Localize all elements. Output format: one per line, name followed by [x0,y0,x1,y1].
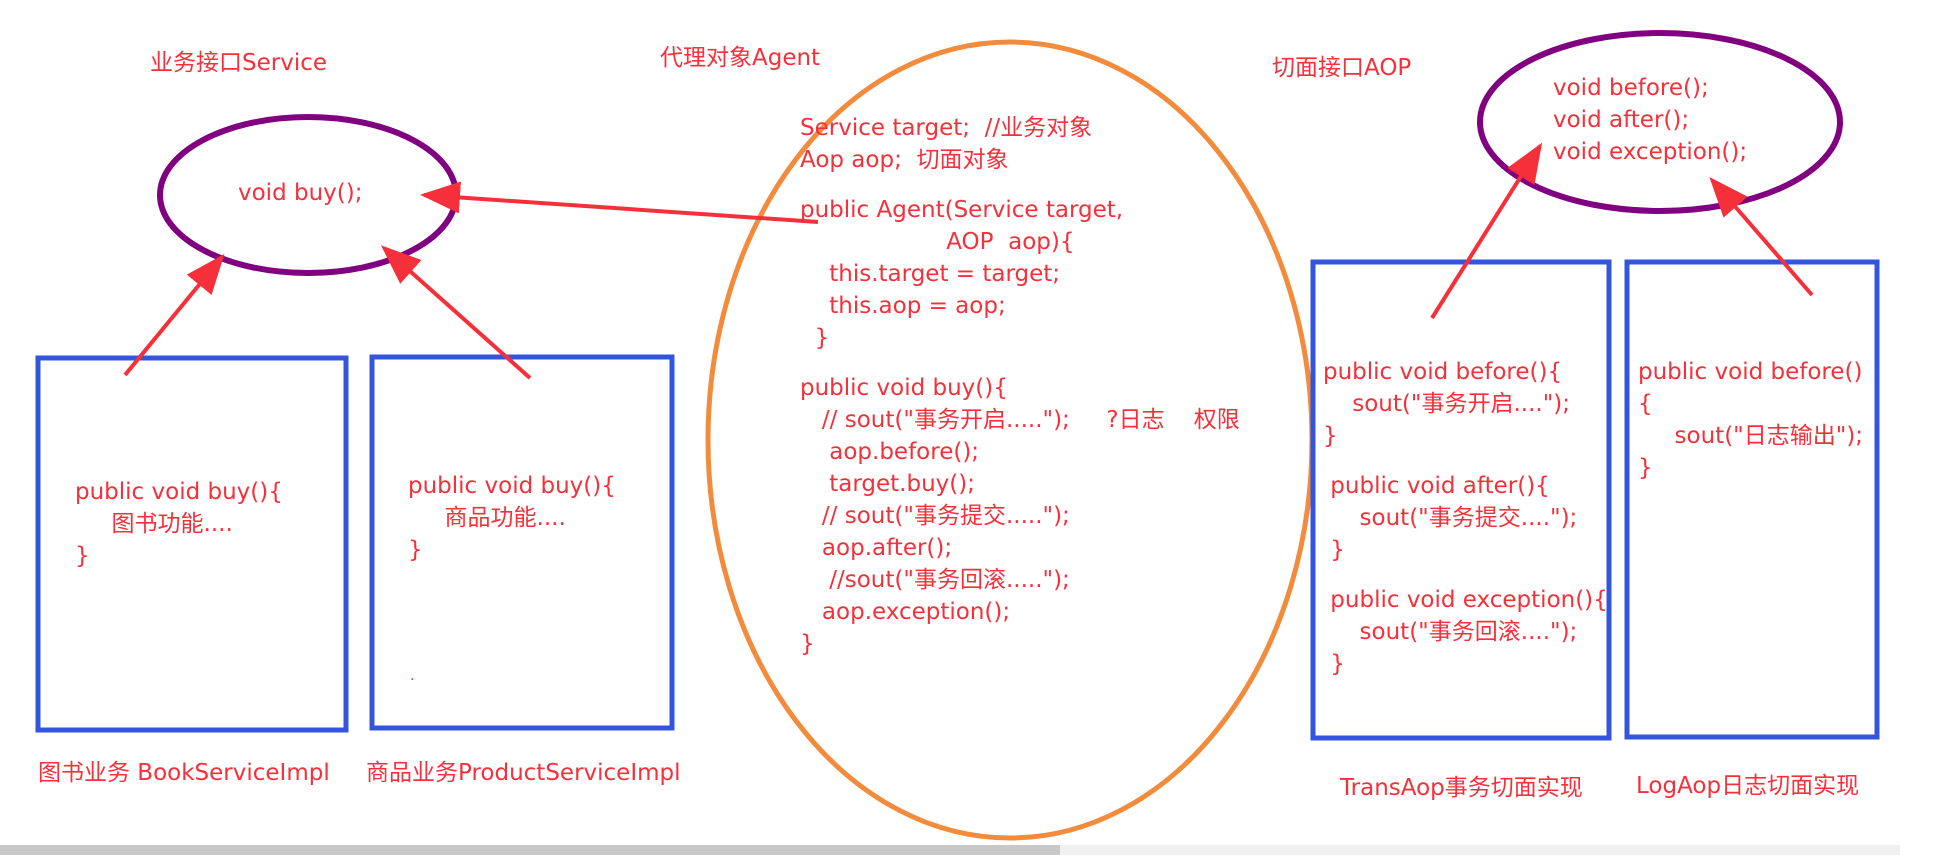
code-line: } [800,631,815,657]
service-interface-code: void buy(); [238,177,362,209]
code-line: sout("事务开启...."); [1323,391,1570,417]
code-line: Aop aop; 切面对象 [800,147,1009,173]
code-line: void buy(); [238,180,363,206]
code-line: public void buy(){ [800,375,1008,401]
code-line: public void exception(){ [1323,587,1608,613]
book-impl-code: public void buy(){ 图书功能....} [75,476,283,572]
code-line: public Agent(Service target, [800,197,1124,223]
log-aop-box [1624,259,1880,740]
arrow-agent-to-service [420,181,819,224]
code-line: void after(); [1553,107,1690,133]
code-line: //sout("事务回滚....."); [800,567,1070,593]
code-line: { [1638,391,1653,417]
code-line: } [1638,455,1653,481]
arrow-book-to-service [123,253,225,377]
agent-label: 代理对象Agent [660,45,821,71]
log-aop-code: public void before() { sout("日志输出");} [1638,356,1863,484]
product-impl-code: public void buy(){ 商品功能....} [408,470,616,566]
code-line [800,176,1240,194]
code-line: AOP aop){ [800,229,1075,255]
code-line: public void after(){ [1323,473,1550,499]
code-line: } [1323,423,1338,449]
product-impl-box [369,354,675,731]
book-impl-box [35,355,349,733]
code-line: public void before() [1638,359,1863,385]
code-line: sout("事务回滚...."); [1323,619,1578,645]
code-line: } [1323,537,1345,563]
code-line: sout("日志输出"); [1638,423,1864,449]
scrollbar-thumb[interactable] [0,845,1060,855]
code-line: aop.exception(); [800,599,1011,625]
code-line [1323,452,1608,470]
code-line: void before(); [1553,75,1709,101]
trans-aop-code: public void before(){ sout("事务开启....");}… [1323,356,1608,680]
product-impl-label: 商品业务ProductServiceImpl [366,760,681,786]
trans-aop-box [1310,259,1612,741]
code-line: sout("事务提交...."); [1323,505,1578,531]
code-line: // sout("事务开启....."); ?日志 权限 [800,407,1240,433]
horizontal-scrollbar[interactable] [0,845,1900,855]
aop-interface-label: 切面接口AOP [1272,55,1412,81]
code-line: this.target = target; [800,261,1061,287]
code-line: public void buy(){ [75,479,283,505]
code-line: this.aop = aop; [800,293,1006,319]
arrow-product-to-service [381,245,532,380]
arrow-log-to-aop [1709,176,1814,297]
code-line: } [800,325,830,351]
code-line: public void buy(){ [408,473,616,499]
code-line: } [1323,651,1345,677]
aop-interface-code: void before(); void after(); void exceptio… [1553,72,1747,168]
code-line: void exception(); [1553,139,1748,165]
code-line: aop.after(); [800,535,953,561]
code-line: // sout("事务提交....."); [800,503,1070,529]
code-line [800,354,1240,372]
code-line: target.buy(); [800,471,975,497]
code-line: } [75,543,90,569]
code-line: } [408,537,423,563]
code-line [1323,566,1608,584]
book-impl-label: 图书业务 BookServiceImpl [38,760,330,786]
agent-code: Service target; //业务对象 Aop aop; 切面对象 publ… [800,112,1240,660]
trans-aop-label: TransAop事务切面实现 [1340,775,1583,801]
log-aop-label: LogAop日志切面实现 [1636,773,1860,799]
code-line: public void before(){ [1323,359,1563,385]
product-impl-dot: . [410,668,415,684]
code-line: Service target; //业务对象 [800,115,1093,141]
service-interface-label: 业务接口Service [150,50,328,76]
code-line: 商品功能.... [408,505,566,531]
aop-interface-ellipse [1477,30,1843,214]
arrow-trans-to-aop [1430,142,1543,320]
code-line: 图书功能.... [75,511,233,537]
code-line: aop.before(); [800,439,980,465]
